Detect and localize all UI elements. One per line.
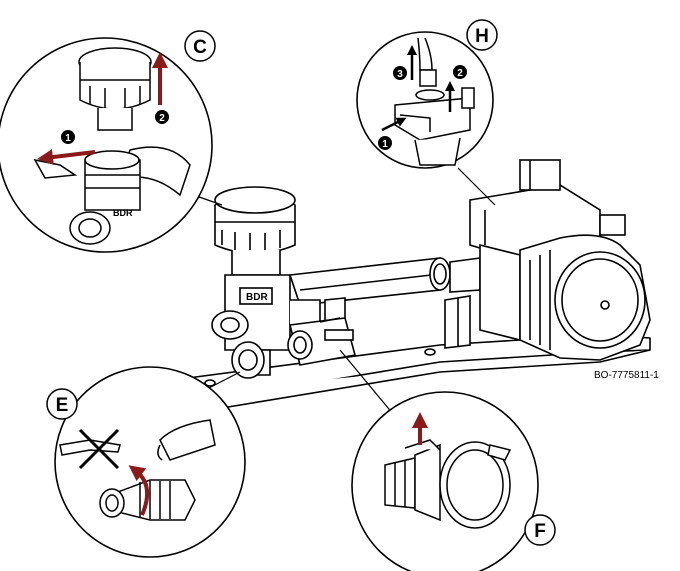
detail-h-label: H	[475, 26, 489, 47]
detail-c-step-2: 2	[159, 113, 165, 124]
detail-view-h: 3 2 1 H	[356, 19, 498, 169]
left-valve-assembly	[211, 186, 321, 379]
detail-h-step-3: 3	[397, 69, 403, 80]
valve-stamp: BDR	[246, 292, 268, 303]
document-reference: BO-7775811-1	[594, 370, 659, 381]
detail-view-c: BDR 2 1 C	[0, 30, 216, 253]
detail-c-step-1: 1	[65, 133, 71, 144]
detail-c-stamp: BDR	[113, 208, 133, 218]
detail-c-label: C	[193, 37, 207, 58]
pipes	[288, 257, 481, 349]
detail-f-label: F	[534, 521, 546, 542]
detail-h-step-1: 1	[382, 139, 388, 150]
center-valve	[287, 317, 356, 366]
detail-view-f: F	[351, 391, 556, 571]
detail-view-e: E	[46, 366, 246, 558]
detail-h-step-2: 2	[457, 68, 463, 79]
circulation-pump	[469, 159, 651, 361]
detail-e-label: E	[56, 395, 69, 416]
